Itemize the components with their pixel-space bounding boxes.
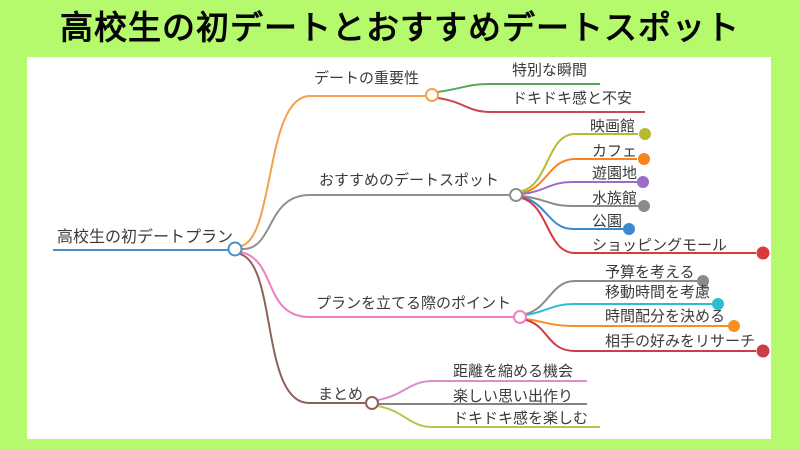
- edge-leaf-closer-distance: [377, 380, 587, 401]
- node-label-amusement-park[interactable]: 遊園地: [592, 165, 638, 182]
- node-handle-importance[interactable]: [425, 88, 439, 102]
- edge-leaf-time-allocation: [525, 318, 728, 327]
- leaf-dot-shopping-mall: [756, 246, 770, 260]
- edge-leaf-movie-theater: [521, 133, 638, 192]
- leaf-dot-aquarium: [638, 200, 650, 212]
- node-label-closer-distance[interactable]: 距離を縮める機会: [453, 363, 574, 380]
- leaf-dot-cafe: [638, 153, 650, 165]
- page-title: 高校生の初デートとおすすめデートスポット: [60, 9, 740, 46]
- leaf-dot-travel-time: [712, 298, 724, 310]
- node-label-time-allocation[interactable]: 時間配分を決める: [605, 308, 726, 325]
- edge-leaf-travel-time: [525, 303, 712, 316]
- leaf-dot-movie-theater: [639, 128, 651, 140]
- node-handle-spots[interactable]: [509, 188, 523, 202]
- node-handle-root[interactable]: [227, 241, 243, 257]
- node-label-enjoy-excitement[interactable]: ドキドキ感を楽しむ: [453, 410, 589, 427]
- node-label-fun-memories[interactable]: 楽しい思い出作り: [453, 388, 574, 405]
- edge-leaf-cafe: [521, 158, 637, 194]
- edge-leaf-amusement-park: [521, 181, 637, 195]
- node-label-movie-theater[interactable]: 映画館: [590, 118, 636, 135]
- mindmap-canvas: 高校生の初デートプラン デートの重要性 特別な瞬間 ドキドキ感と不安 おすすめの…: [27, 57, 771, 439]
- node-label-travel-time[interactable]: 移動時間を考慮: [605, 284, 711, 301]
- node-label-research-preferences[interactable]: 相手の好みをリサーチ: [605, 333, 756, 350]
- edge-leaf-budget: [525, 280, 697, 315]
- edge-leaf-research-preferences: [525, 319, 756, 352]
- edge-leaf-enjoy-excitement: [377, 405, 600, 428]
- edge-leaf-special-moments: [437, 83, 600, 93]
- node-label-root[interactable]: 高校生の初デートプラン: [57, 229, 234, 246]
- edge-leaf-excitement-anxiety: [437, 97, 645, 113]
- node-label-excitement-anxiety[interactable]: ドキドキ感と不安: [512, 90, 633, 107]
- edge-branch-summary: [239, 253, 366, 404]
- edge-branch-importance: [240, 95, 425, 247]
- edge-branch-planning: [240, 251, 513, 318]
- node-label-aquarium[interactable]: 水族館: [592, 190, 638, 207]
- node-label-special-moments[interactable]: 特別な瞬間: [512, 62, 588, 79]
- node-handle-planning[interactable]: [513, 310, 527, 324]
- leaf-dot-amusement-park: [637, 176, 649, 188]
- leaf-dot-research-preferences: [756, 344, 770, 358]
- leaf-dot-park: [623, 223, 635, 235]
- node-label-cafe[interactable]: カフェ: [592, 143, 638, 160]
- node-label-spots[interactable]: おすすめのデートスポット: [319, 172, 500, 189]
- edge-leaf-aquarium: [521, 195, 638, 207]
- edge-leaf-shopping-mall: [521, 197, 756, 254]
- node-label-importance[interactable]: デートの重要性: [314, 70, 420, 87]
- node-label-shopping-mall[interactable]: ショッピングモール: [592, 237, 728, 254]
- leaf-dot-time-allocation: [728, 320, 740, 332]
- mindmap-svg: [53, 83, 770, 428]
- node-label-park[interactable]: 公園: [592, 213, 623, 230]
- node-handle-summary[interactable]: [365, 396, 379, 410]
- leaf-dot-budget: [697, 275, 709, 287]
- node-label-summary[interactable]: まとめ: [318, 386, 364, 403]
- edge-branch-spots: [240, 194, 509, 251]
- edge-leaf-park: [521, 196, 623, 230]
- node-label-planning[interactable]: プランを立てる際のポイント: [316, 295, 512, 312]
- node-label-budget[interactable]: 予算を考える: [605, 264, 695, 281]
